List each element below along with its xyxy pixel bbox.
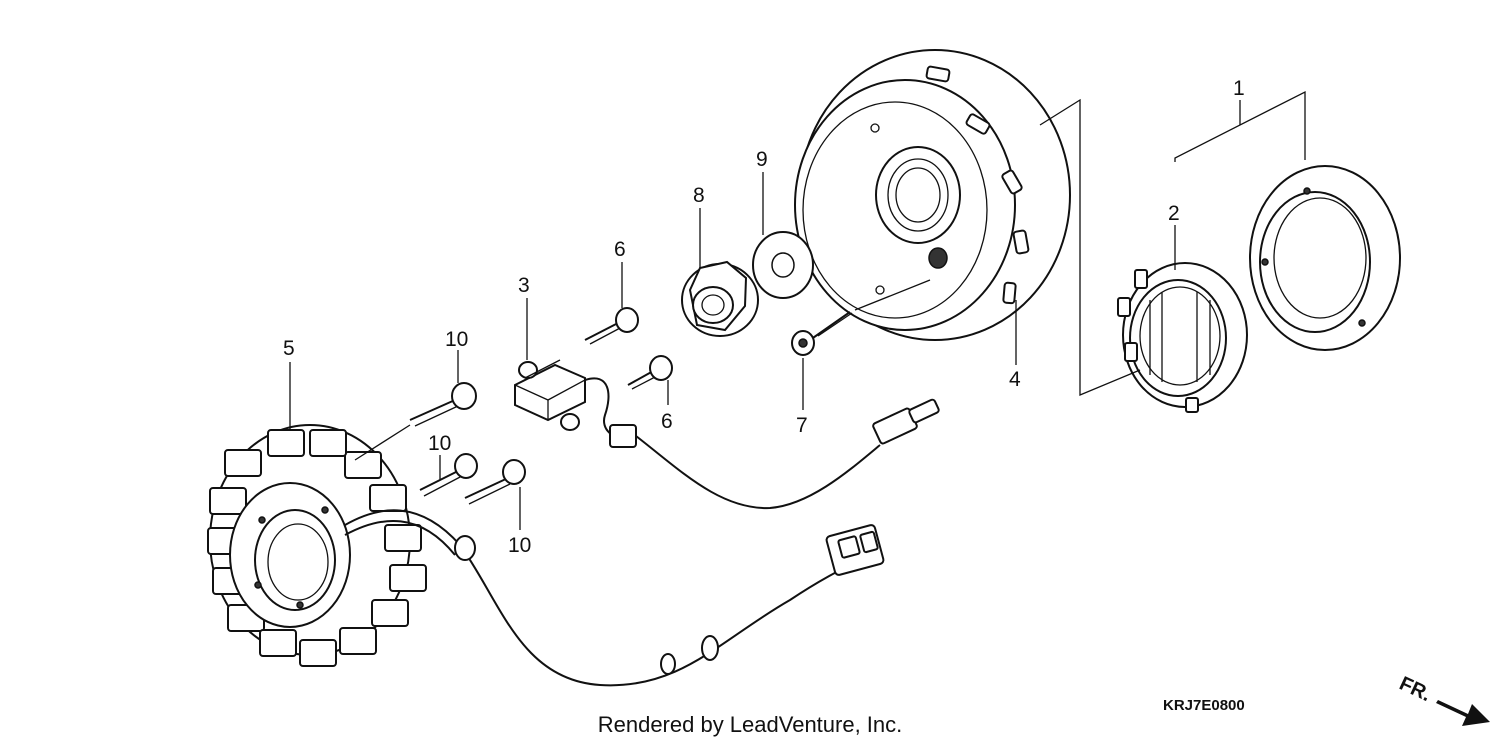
bolt-10-middle: [419, 453, 478, 497]
pulse-generator: [514, 361, 940, 510]
bolt-10-top: [409, 382, 477, 427]
callout-2: 2: [1168, 202, 1180, 225]
front-label: FR.: [1396, 673, 1434, 707]
bolt-10-lower: [464, 459, 526, 505]
screw-6-lower: [627, 355, 673, 390]
callout-6-lower: 6: [661, 410, 673, 433]
washer: [752, 231, 814, 299]
callout-8: 8: [693, 184, 705, 207]
one-way-clutch: [1117, 262, 1248, 413]
render-credit: Rendered by LeadVenture, Inc.: [598, 712, 903, 737]
flange-nut: [681, 260, 759, 337]
callout-1: 1: [1233, 77, 1245, 100]
callout-10-middle: 10: [428, 432, 451, 455]
bolt-7: [791, 311, 853, 356]
callout-9: 9: [756, 148, 768, 171]
callout-10-top: 10: [445, 328, 468, 351]
callout-3: 3: [518, 274, 530, 297]
drawing-code: KRJ7E0800: [1163, 697, 1245, 714]
stator: [207, 424, 885, 687]
leader-lines: [289, 90, 1306, 530]
front-direction-indicator: FR.: [1396, 673, 1490, 726]
flywheel-rotor: [794, 49, 1071, 341]
callout-6-upper: 6: [614, 238, 626, 261]
screw-6-upper: [584, 307, 639, 345]
callout-10-lower: 10: [508, 534, 531, 557]
callout-labels: 1 2 3 4 5 6 6 7 8 9 10 10 10: [283, 77, 1245, 557]
callout-7: 7: [796, 414, 808, 437]
front-arrow-icon: [1436, 700, 1490, 726]
starter-clutch-outer-ring: [1249, 165, 1401, 351]
callout-5: 5: [283, 337, 295, 360]
callout-4: 4: [1009, 368, 1021, 391]
